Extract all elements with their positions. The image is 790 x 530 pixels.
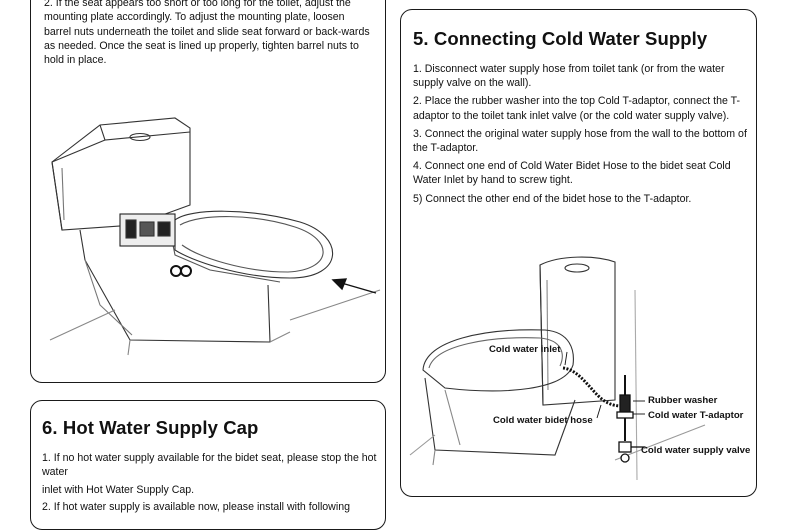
seat-adjust-text: 2. If the seat appears too short or too … [44, 0, 370, 67]
section-6-line-1: 1. If no hot water supply available for … [42, 452, 377, 479]
step-3: 3. Connect the original water supply hos… [413, 127, 747, 155]
step-1: 1. Disconnect water supply hose from toi… [413, 63, 725, 90]
section-6-line-3: 2. If hot water supply is available now,… [42, 501, 350, 513]
bidet-hose [562, 366, 622, 408]
label-cold-water-supply-valve: Cold water supply valve [641, 445, 750, 456]
cold-water-connection-diagram: Cold water inlet Rubber washer Cold wate… [409, 256, 750, 481]
step-5: 5) Connect the other end of the bidet ho… [413, 192, 692, 205]
label-rubber-washer: Rubber washer [648, 395, 718, 406]
toilet-seat-mounting-illustration [49, 117, 381, 356]
slide-direction-arrow [331, 278, 377, 294]
step-4: 4. Connect one end of Cold Water Bidet H… [413, 160, 731, 187]
label-cold-water-bidet-hose: Cold water bidet hose [493, 415, 593, 426]
step-2: 2. Place the rubber washer into the top … [413, 95, 741, 122]
install-panel-seat-adjust [30, 0, 386, 383]
section-5-title: 5. Connecting Cold Water Supply [413, 28, 708, 49]
label-cold-water-t-adaptor: Cold water T-adaptor [648, 410, 744, 421]
section-6-line-2: inlet with Hot Water Supply Cap. [42, 484, 195, 496]
section-6-title: 6. Hot Water Supply Cap [42, 417, 259, 438]
section-5-steps: 1. Disconnect water supply hose from toi… [413, 62, 747, 210]
section-5-panel [400, 9, 757, 497]
label-cold-water-inlet: Cold water inlet [489, 344, 561, 355]
